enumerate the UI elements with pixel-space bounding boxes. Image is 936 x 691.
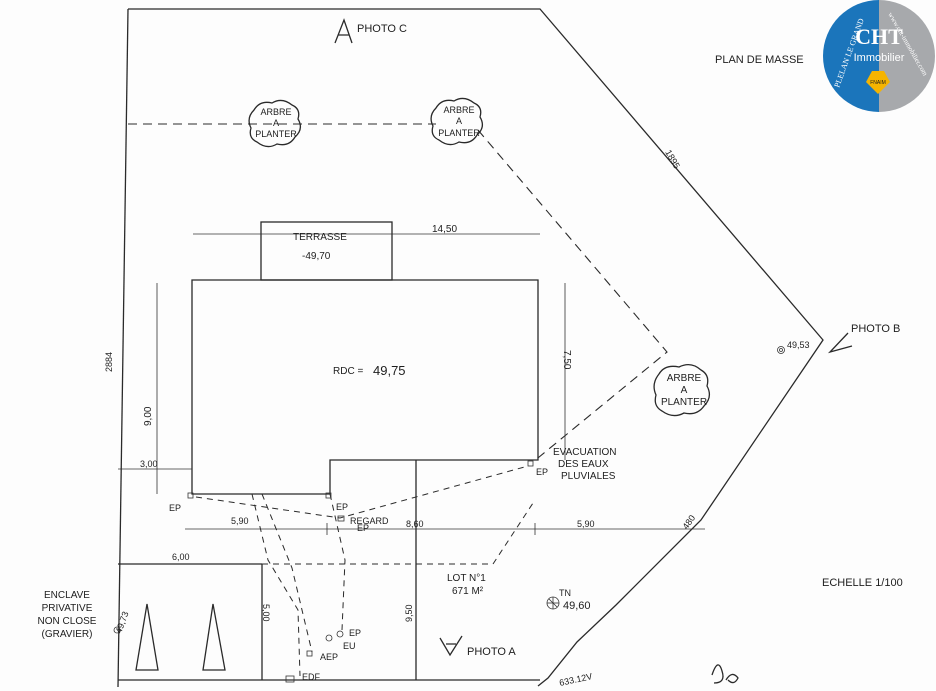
cht-logo: CHT Immobilier FNAIM PLELAN LE GRAND www…	[823, 0, 935, 112]
evacuation-line-3: PLUVIALES	[561, 471, 616, 482]
plan-title: PLAN DE MASSE	[715, 54, 804, 66]
tree-3-line-1: ARBRE	[667, 373, 702, 384]
lot-label: LOT N°1	[447, 573, 486, 584]
logo-subtitle: Immobilier	[854, 52, 905, 64]
tree-1-line-2: A	[273, 118, 279, 128]
dim-300: 3,00	[140, 459, 158, 469]
eu-label: EU	[343, 641, 356, 651]
level-tn: 49,60	[563, 600, 591, 612]
photo-b-label: PHOTO B	[851, 323, 900, 335]
tn-marker	[546, 596, 560, 610]
dim-590-left: 5,90	[231, 516, 249, 526]
parking-marker-1	[135, 603, 159, 671]
enclave-line-1: ENCLAVE	[44, 590, 90, 601]
photo-a-label: PHOTO A	[467, 646, 516, 658]
dim-1450: 14,50	[432, 224, 457, 235]
dim-2884: 2884	[104, 352, 114, 372]
network-edf	[251, 493, 301, 677]
photo-c-label: PHOTO C	[357, 23, 407, 35]
ep-box-1	[187, 492, 194, 499]
dim-860: 8,60	[406, 519, 424, 529]
tree-3-line-2: A	[681, 385, 688, 396]
photo-b-marker	[827, 332, 853, 354]
terrasse-label: TERRASSE	[293, 232, 347, 243]
evacuation-line-2: DES EAUX	[558, 459, 609, 470]
parking-marker-2	[202, 603, 226, 671]
lot-dashed-access	[262, 499, 536, 565]
dim-750: 7,50	[561, 350, 572, 370]
level-marker-dot	[779, 348, 783, 352]
regard-box	[337, 515, 345, 522]
dim-1895: 1895	[663, 148, 682, 170]
rdc-label: RDC =	[333, 366, 363, 377]
dim-950: 9,50	[404, 604, 414, 622]
logo-right-half	[879, 0, 935, 112]
logo-brand: CHT	[855, 24, 903, 49]
plot-boundary	[128, 8, 824, 687]
tree-3-line-3: PLANTER	[661, 397, 707, 408]
photo-a-marker	[439, 635, 463, 657]
ep-box-2	[325, 492, 332, 499]
level-nw: 49,53	[787, 340, 810, 350]
ep-label-3: EP	[536, 467, 548, 477]
dim-480: 480	[680, 513, 697, 531]
planting-line-diagonal	[477, 129, 668, 463]
enclave-line-3: NON CLOSE	[38, 616, 97, 627]
lot-area: 671 M²	[452, 586, 484, 597]
logo-badge-shape	[866, 71, 890, 94]
signature-mark	[711, 664, 739, 684]
tree-1-line-3: PLANTER	[255, 129, 297, 139]
ep-box-3	[527, 460, 534, 467]
edf-box	[285, 675, 295, 683]
aep-box	[306, 650, 313, 657]
tree-3	[653, 363, 711, 417]
enclave-line-4: (GRAVIER)	[42, 629, 93, 640]
scale-label: ECHELLE 1/100	[822, 577, 903, 589]
rainwater-pipe	[195, 465, 529, 519]
dim-600: 6,00	[172, 552, 190, 562]
enclave-line-2: PRIVATIVE	[42, 603, 93, 614]
logo-left-half	[823, 0, 879, 112]
level-enclave: 49,73	[113, 610, 130, 635]
photo-c-marker	[334, 18, 353, 44]
dim-590-right: 5,90	[577, 519, 595, 529]
edf-label: EDF	[302, 672, 321, 682]
tree-1-line-1: ARBRE	[260, 107, 291, 117]
terrasse-level: -49,70	[302, 251, 331, 262]
evacuation-line-1: EVACUATION	[553, 447, 617, 458]
tree-2-line-2: A	[456, 116, 462, 126]
rdc-value: 49,75	[373, 363, 406, 378]
tree-2-line-1: ARBRE	[443, 105, 474, 115]
tn-label: TN	[559, 588, 571, 598]
network-eu	[329, 493, 346, 631]
network-aep	[261, 493, 313, 653]
regard-label: REGARD	[350, 516, 389, 526]
dim-633: 633.12V	[558, 671, 593, 687]
dim-500: 5,00	[261, 604, 271, 622]
ep-label-4: EP	[357, 523, 369, 533]
plot-west-boundary	[117, 8, 129, 688]
ep-label-1: EP	[169, 503, 181, 513]
level-marker-nw	[777, 346, 785, 354]
aep-label: AEP	[320, 652, 338, 662]
eu-mark	[325, 634, 333, 642]
level-marker-enclave	[113, 626, 121, 634]
tree-2	[430, 97, 484, 146]
house-outline	[191, 279, 539, 495]
ep-label-2: EP	[336, 502, 348, 512]
ep-mark	[336, 630, 344, 638]
tree-2-line-3: PLANTER	[438, 128, 480, 138]
dim-900: 9,00	[143, 406, 154, 426]
tree-1	[248, 99, 302, 148]
logo-badge-text: FNAIM	[870, 80, 886, 86]
ep-label-5: EP	[349, 628, 361, 638]
